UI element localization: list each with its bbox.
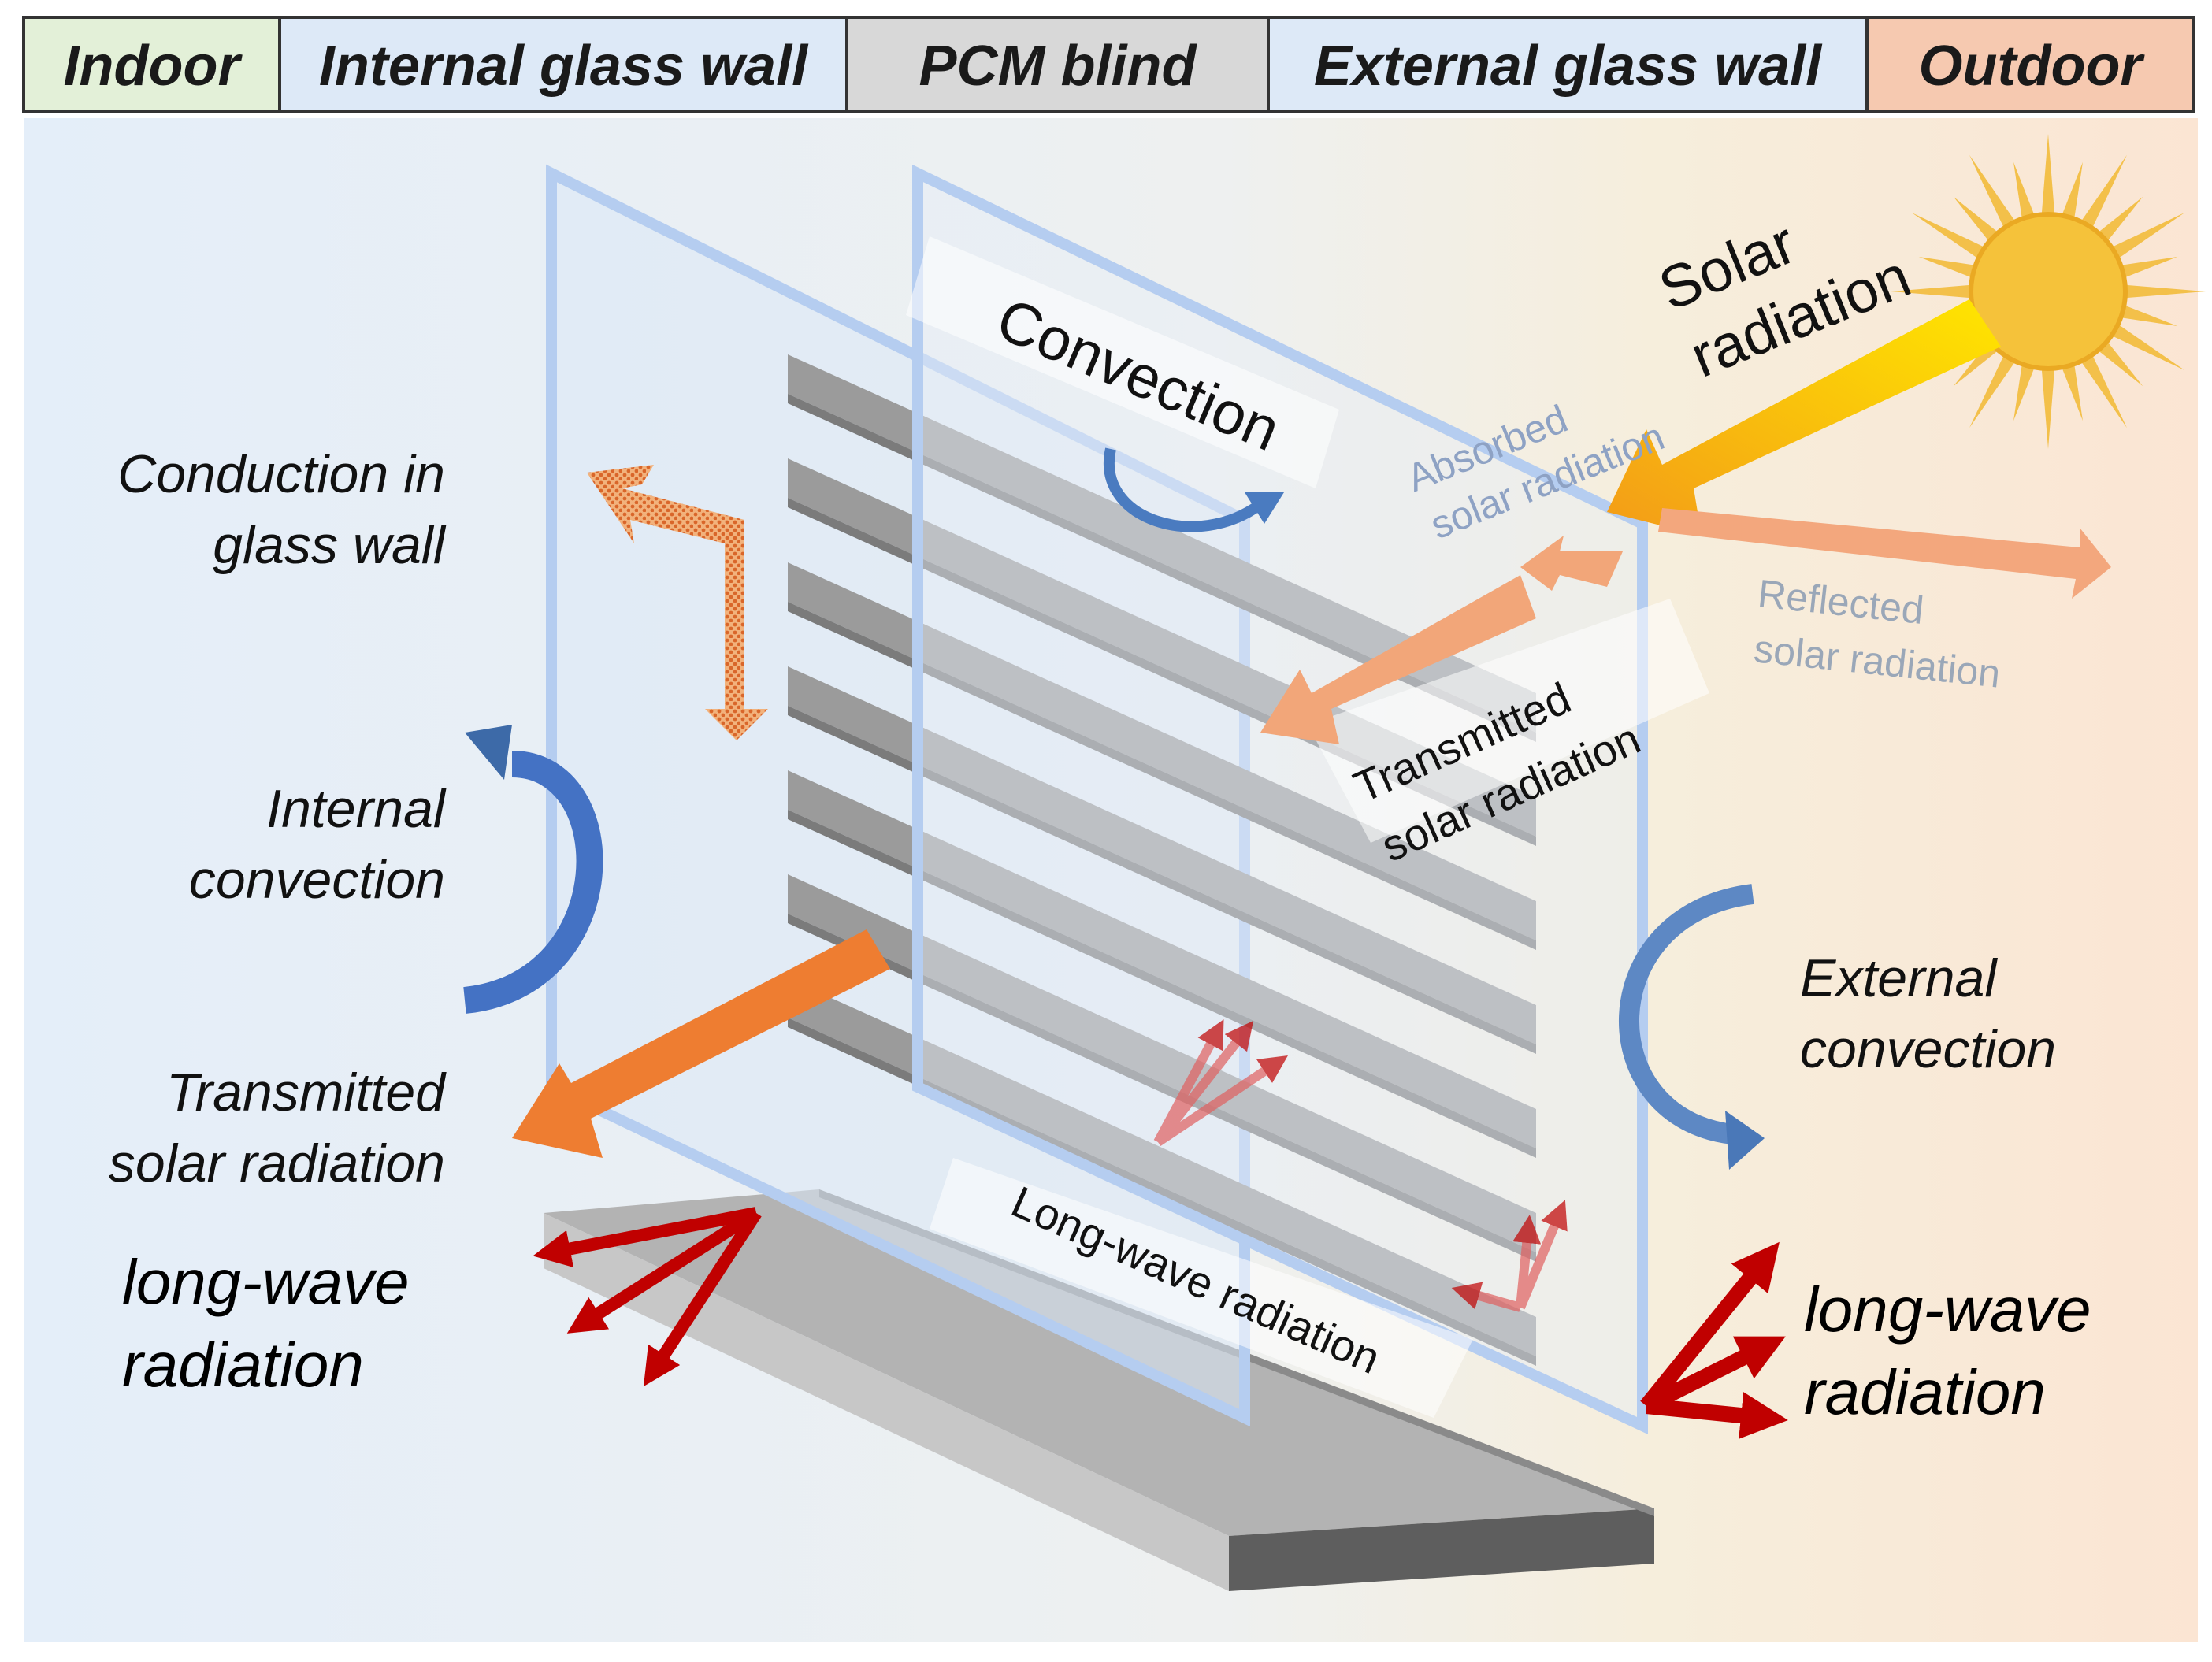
header-zone-2: PCM blind xyxy=(845,16,1270,113)
reflected-radiation-arrow xyxy=(1658,508,2111,599)
blind-slat xyxy=(788,666,1536,1044)
transmitted-label-panel xyxy=(1308,599,1709,843)
blind-slat xyxy=(788,874,1536,1252)
transmitted-left-label-line1: Transmitted xyxy=(166,1063,447,1122)
sun-ray xyxy=(1969,352,2017,428)
blind-slat-edge xyxy=(788,1018,1536,1366)
sun-disc xyxy=(1969,212,2128,371)
blind-slat-edge xyxy=(788,810,1536,1158)
header-zone-1: Internal glass wall xyxy=(278,16,848,113)
sun-ray xyxy=(2122,284,2206,299)
solar-radiation-arrow xyxy=(1607,299,2001,536)
blind-slat xyxy=(788,770,1536,1148)
transmitted-indoor-arrow xyxy=(512,929,890,1158)
sun-ray xyxy=(2041,365,2055,449)
zone-header: Indoor Internal glass wall PCM blind Extern… xyxy=(22,16,2195,113)
transmitted-center-arrow xyxy=(1260,575,1536,744)
longwave-arrows-icon xyxy=(533,1019,1788,1439)
external-convection-label-line1: External xyxy=(1800,948,1998,1008)
longwave-right-label-line2: radiation xyxy=(1804,1357,2046,1427)
external-convection-arrow-icon xyxy=(1619,884,1765,1170)
pcm-blind-slats xyxy=(788,354,1536,1366)
longwave-label-panel xyxy=(930,1158,1473,1418)
header-zone-4: Outdoor xyxy=(1865,16,2195,113)
blind-slat-edge xyxy=(788,706,1536,1054)
sun-ray xyxy=(2118,257,2178,279)
sun-ray xyxy=(2013,362,2036,421)
blind-slat-edge xyxy=(788,914,1536,1262)
convection-arrow-icon xyxy=(462,725,603,1014)
sun-ray xyxy=(2013,161,2036,221)
absorbed-radiation-arrow xyxy=(1520,536,1623,591)
longwave-right-label-line1: long-wave xyxy=(1804,1274,2091,1345)
sun-ray xyxy=(2041,134,2055,217)
conduction-label-line2: glass wall xyxy=(213,515,447,575)
sun-ray xyxy=(2095,339,2143,387)
sun-ray xyxy=(2079,154,2127,231)
convection-label-panel xyxy=(906,236,1339,488)
header-zone-label-4: Outdoor xyxy=(1919,35,2146,98)
header-zone-label-1: Internal glass wall xyxy=(319,35,809,98)
header-zone-3: External glass wall xyxy=(1267,16,1869,113)
longwave-left-label-line1: long-wave xyxy=(122,1247,410,1317)
sun-ray xyxy=(2109,213,2185,261)
sun-ray xyxy=(1953,196,2001,244)
conduction-label-line1: Conduction in xyxy=(117,444,445,504)
blind-slat xyxy=(788,354,1536,733)
top-convection-arrow-icon xyxy=(1104,447,1284,532)
transmitted-left-label-line2: solar radiation xyxy=(109,1133,445,1193)
internal-convection-label-line1: Internal xyxy=(266,779,447,839)
sun-ray xyxy=(2061,161,2083,221)
sun-ray xyxy=(1911,213,1987,261)
header-zone-label-2: PCM blind xyxy=(919,35,1198,98)
blind-slat-edge xyxy=(788,602,1536,950)
sun-ray xyxy=(2079,352,2127,428)
sun-ray xyxy=(1918,257,1978,279)
sun-ray xyxy=(2118,304,2178,326)
blind-slat-edge xyxy=(788,394,1536,742)
sun-ray xyxy=(2109,322,2185,370)
blind-slat xyxy=(788,978,1536,1356)
internal-convection-label-line2: convection xyxy=(189,850,445,910)
sun-ray xyxy=(2095,196,2143,244)
conduction-arrow-icon xyxy=(587,465,768,740)
sun-icon xyxy=(1891,134,2206,449)
header-zone-label-0: Indoor xyxy=(64,35,243,98)
longwave-left-label-line2: radiation xyxy=(122,1330,364,1400)
header-zone-label-3: External glass wall xyxy=(1314,35,1823,98)
sun-ray xyxy=(1969,154,2017,231)
sun-ray xyxy=(2061,362,2083,421)
external-convection-label-line2: convection xyxy=(1800,1019,2056,1079)
header-zone-0: Indoor xyxy=(22,16,281,113)
external-glass-wall xyxy=(912,164,1648,1434)
sun-ray xyxy=(1891,284,1974,299)
blind-slat xyxy=(788,562,1536,940)
